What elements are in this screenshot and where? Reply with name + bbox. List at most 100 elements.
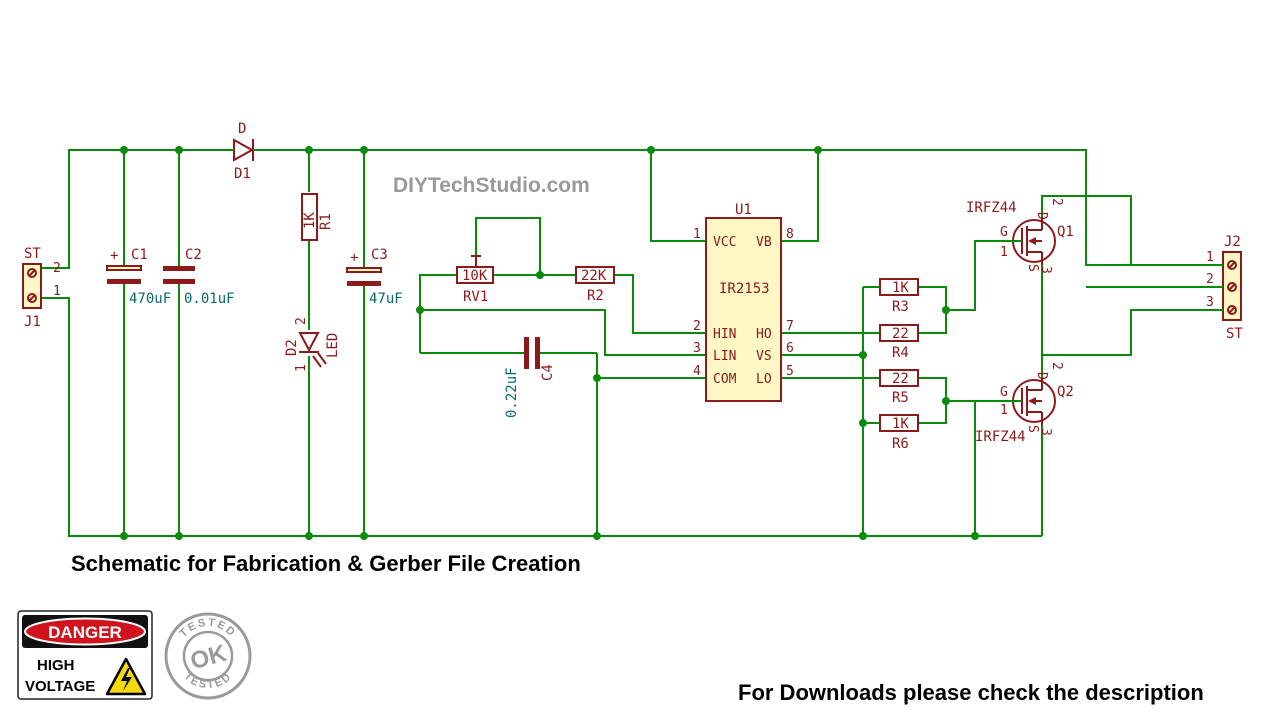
- c3-value: 47uF: [369, 291, 403, 307]
- q2-drain: D: [1034, 372, 1049, 380]
- u1-ref: U1: [735, 202, 752, 218]
- r3-ref: R3: [892, 299, 909, 315]
- u1-num-4: 4: [693, 364, 701, 379]
- danger-sign: DANGER HIGH VOLTAGE: [17, 610, 153, 700]
- u1-num-8: 8: [786, 227, 794, 242]
- u1-num-1: 1: [693, 227, 701, 242]
- download-note: For Downloads please check the descripti…: [738, 680, 1204, 705]
- d2-ref: D2: [284, 339, 300, 356]
- watermark: DIYTechStudio.com: [393, 174, 590, 197]
- q2-gate: G: [1000, 385, 1008, 400]
- j2-pin3: 3: [1206, 295, 1214, 310]
- q2-pin3: 3: [1038, 428, 1053, 436]
- u1-num-2: 2: [693, 319, 701, 334]
- r1-ref: R1: [318, 213, 334, 230]
- r6-ref: R6: [892, 436, 909, 452]
- mosfet-q2: IRFZ44 Q2 G 1 D 2 S 3: [975, 355, 1074, 445]
- u1-pin-vcc: VCC: [713, 235, 736, 250]
- resistor-r3: 1K R3: [879, 278, 919, 315]
- q1-pin2: 2: [1049, 198, 1064, 206]
- u1-pin-vb: VB: [756, 235, 772, 250]
- j2-value: ST: [1226, 326, 1243, 342]
- high-voltage-icon: [105, 657, 147, 696]
- connector-j2: J2 ST 1 2 3: [1206, 234, 1243, 342]
- r2-value: 22K: [581, 268, 607, 284]
- u1-num-5: 5: [786, 364, 794, 379]
- r1-value: 1K: [302, 212, 318, 229]
- u1-num-3: 3: [693, 341, 701, 356]
- mosfet-q1: IRFZ44 Q1 G 1 D 2 S 3: [966, 198, 1074, 274]
- u1-pin-com: COM: [713, 372, 737, 387]
- d2-pin2: 2: [294, 317, 309, 325]
- c3-ref: C3: [371, 247, 388, 263]
- diode-d1: D D1: [228, 121, 260, 182]
- capacitor-c2: C2 0.01uF: [163, 247, 235, 307]
- c4-ref: C4: [540, 364, 556, 381]
- u1-value: IR2153: [719, 281, 770, 297]
- j2-pin2: 2: [1206, 272, 1214, 287]
- d1-ref: D1: [234, 166, 251, 182]
- r2-ref: R2: [587, 288, 604, 304]
- wires: [42, 149, 1215, 537]
- rv1-ref: RV1: [463, 289, 488, 305]
- q1-source: S: [1025, 264, 1040, 272]
- c4-value: 0.22uF: [504, 367, 520, 418]
- c1-ref: C1: [131, 247, 148, 263]
- q1-ref: Q1: [1057, 224, 1074, 240]
- r5-ref: R5: [892, 390, 909, 406]
- resistor-r2: 22K R2: [575, 266, 615, 304]
- r3-value: 1K: [892, 280, 909, 296]
- resistor-r5: 22 R5: [879, 369, 919, 406]
- q2-pin2: 2: [1049, 362, 1064, 370]
- danger-line1: HIGH: [37, 657, 75, 674]
- capacitor-c3: + C3 47uF: [346, 247, 403, 307]
- u1-pin-vs: VS: [756, 349, 772, 364]
- r5-value: 22: [892, 371, 909, 387]
- j1-value: ST: [24, 246, 41, 262]
- resistor-r6: 1K R6: [879, 414, 919, 452]
- u1-num-7: 7: [786, 319, 794, 334]
- j2-ref: J2: [1224, 234, 1241, 250]
- q2-ref: Q2: [1057, 384, 1074, 400]
- d1-value: D: [238, 121, 246, 137]
- r6-value: 1K: [892, 416, 909, 432]
- u1-pin-hin: HIN: [713, 327, 736, 342]
- q2-source: S: [1025, 425, 1040, 433]
- capacitor-c1: + C1 470uF: [106, 247, 171, 307]
- schematic-caption: Schematic for Fabrication & Gerber File …: [71, 551, 581, 576]
- c1-value: 470uF: [129, 291, 171, 307]
- u1-pin-lin: LIN: [713, 349, 736, 364]
- d2-pin1: 1: [294, 364, 309, 372]
- j1-pin1: 1: [53, 284, 61, 299]
- r4-ref: R4: [892, 345, 909, 361]
- resistor-r4: 22 R4: [879, 324, 919, 361]
- rv1-value: 10K: [462, 268, 488, 284]
- tested-ok-stamp: TESTED TESTED OK: [164, 612, 252, 700]
- q2-pin1: 1: [1000, 403, 1008, 418]
- j1-ref: J1: [24, 314, 41, 330]
- q2-value: IRFZ44: [975, 429, 1026, 445]
- connector-j1: ST J1 2 1: [22, 246, 61, 330]
- danger-title: DANGER: [48, 623, 122, 642]
- danger-line2: VOLTAGE: [25, 678, 95, 695]
- q1-pin1: 1: [1000, 245, 1008, 260]
- capacitor-c4: 0.22uF C4: [504, 337, 556, 418]
- q1-gate: G: [1000, 225, 1008, 240]
- u1-num-6: 6: [786, 341, 794, 356]
- q1-value: IRFZ44: [966, 200, 1017, 216]
- led-d2: D2 LED 2 1: [284, 317, 341, 372]
- u1-pin-lo: LO: [756, 372, 772, 387]
- r4-value: 22: [892, 326, 909, 342]
- potentiometer-rv1: 10K RV1: [456, 255, 494, 305]
- d2-value: LED: [325, 333, 341, 358]
- c1-polarity: +: [110, 248, 118, 264]
- c2-value: 0.01uF: [184, 291, 235, 307]
- resistor-r1: 1K R1: [301, 193, 334, 241]
- q1-pin3: 3: [1038, 266, 1053, 274]
- j1-pin2: 2: [53, 261, 61, 276]
- junctions: [120, 146, 979, 540]
- ic-u1: U1 IR2153 VCC HIN LIN COM VB HO VS LO 1 …: [693, 202, 794, 402]
- c3-polarity: +: [350, 250, 358, 266]
- q1-drain: D: [1034, 212, 1049, 220]
